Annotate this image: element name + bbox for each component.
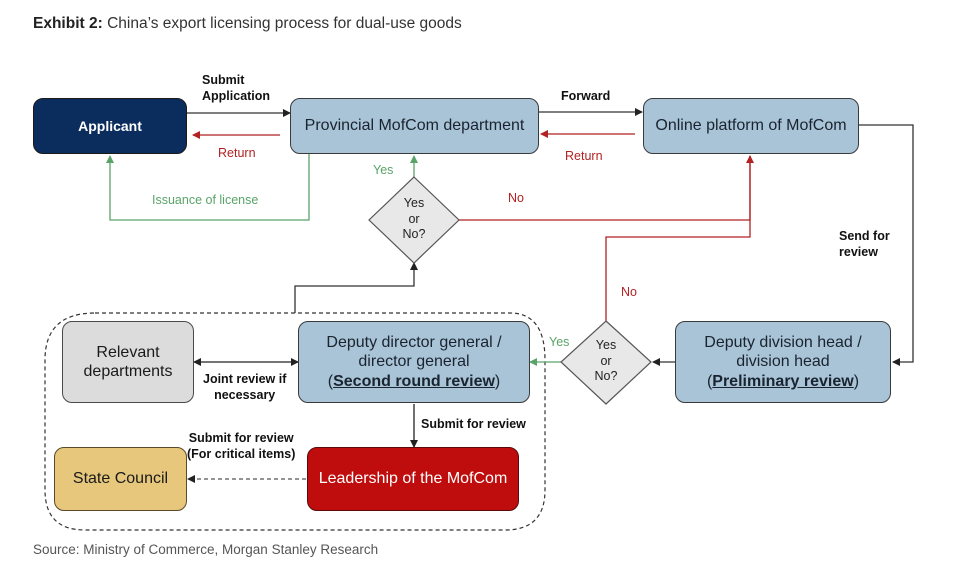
division-paren-close: ) <box>853 372 860 390</box>
label-yes-lower: Yes <box>549 335 570 349</box>
exhibit-title: Exhibit 2: China’s export licensing proc… <box>33 15 462 33</box>
node-leadership-mofcom: Leadership of the MofCom <box>307 447 519 511</box>
exhibit-title-text: China’s export licensing process for dua… <box>107 15 462 32</box>
decision-upper-yes: Yes <box>403 196 425 210</box>
label-submit-line1: Submit <box>202 73 245 87</box>
label-no-upper: No <box>508 191 524 205</box>
decision-upper-or: or <box>408 211 420 226</box>
source-note: Source: Ministry of Commerce, Morgan Sta… <box>33 542 379 557</box>
node-leadership-label: Leadership of the MofCom <box>318 470 508 488</box>
label-critical-line1: Submit for review <box>188 431 294 445</box>
label-joint-line1: Joint review if <box>203 372 287 386</box>
edge-director-to-decision <box>294 262 418 313</box>
edge-lower-no <box>605 156 751 321</box>
edge-upper-no <box>459 155 754 221</box>
decision-lower-text: Yes or No? <box>576 338 636 385</box>
node-division-head: Deputy division head / division head (Pr… <box>675 321 891 403</box>
director-paren-open: ( <box>327 372 334 390</box>
decision-diamond-upper <box>368 176 460 264</box>
node-relevant-departments: Relevant departments <box>62 321 194 403</box>
label-joint-line2: necessary <box>214 387 276 402</box>
label-yes-upper: Yes <box>373 163 394 177</box>
node-online-platform: Online platform of MofCom <box>643 98 859 154</box>
division-review-stage: (Preliminary review) <box>707 372 859 391</box>
label-submit-critical: Submit for review (For critical items) <box>187 431 295 462</box>
node-applicant-label: Applicant <box>78 117 142 134</box>
division-line2: division head <box>736 353 830 371</box>
decision-upper-text: Yes or No? <box>384 196 444 243</box>
review-group-boundary <box>44 312 546 531</box>
node-provincial-label: Provincial MofCom department <box>304 117 525 135</box>
second-round-review-label: Second round review <box>333 372 495 390</box>
node-online-label: Online platform of MofCom <box>655 117 847 135</box>
director-line2: director general <box>358 353 470 371</box>
director-paren-close: ) <box>494 372 501 390</box>
node-applicant: Applicant <box>33 98 187 154</box>
label-submit-for-review: Submit for review <box>421 417 526 431</box>
label-send-for-review: Send for review <box>839 229 890 260</box>
label-submit-line2: Application <box>202 88 271 103</box>
node-director-general: Deputy director general / director gener… <box>298 321 530 403</box>
label-joint-review: Joint review if necessary <box>203 372 286 403</box>
label-send-line2: review <box>839 244 878 259</box>
preliminary-review-label: Preliminary review <box>712 372 854 390</box>
label-issuance-of-license: Issuance of license <box>152 193 259 207</box>
division-line1: Deputy division head / <box>704 334 862 352</box>
director-review-stage: (Second round review) <box>328 372 500 391</box>
relevant-line1: Relevant <box>96 343 160 361</box>
label-submit-application: Submit Application <box>202 73 270 104</box>
label-return-left: Return <box>218 146 256 160</box>
node-state-council-label: State Council <box>72 470 169 488</box>
label-send-line1: Send for <box>839 229 890 243</box>
label-no-lower: No <box>621 285 637 299</box>
division-paren-open: ( <box>706 372 713 390</box>
node-provincial-mofcom: Provincial MofCom department <box>290 98 539 154</box>
decision-diamond-lower <box>560 320 652 405</box>
edge-send-for-review <box>858 124 914 366</box>
decision-lower-or: or <box>600 353 612 368</box>
decision-upper-no: No? <box>402 227 426 242</box>
decision-lower-yes: Yes <box>595 338 617 352</box>
edge-issuance-of-license <box>106 154 310 221</box>
node-state-council: State Council <box>54 447 187 511</box>
label-critical-line2: (For critical items) <box>187 446 296 461</box>
label-return-right: Return <box>565 149 603 163</box>
relevant-line2: departments <box>83 363 173 380</box>
decision-lower-no: No? <box>594 369 618 384</box>
exhibit-number: Exhibit 2: <box>33 15 103 32</box>
director-line1: Deputy director general / <box>326 334 502 352</box>
label-forward: Forward <box>561 89 611 103</box>
